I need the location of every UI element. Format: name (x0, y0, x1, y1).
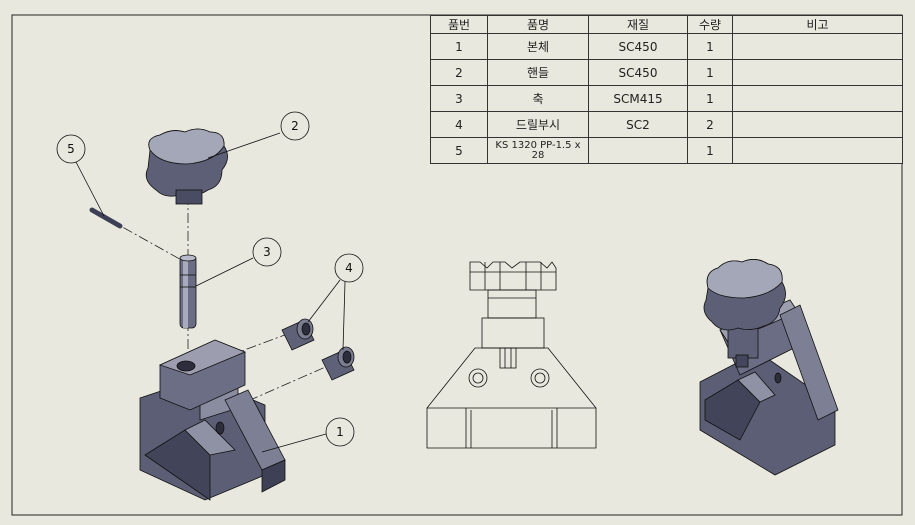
bom-header-qty: 수량 (687, 15, 733, 34)
bom-cell-qty: 1 (687, 33, 733, 60)
bom-header-no: 품번 (430, 15, 488, 34)
bom-header-row: 품번 품명 재질 수량 비고 (430, 15, 903, 34)
front-view (426, 261, 597, 449)
bom-cell-no: 4 (430, 111, 488, 138)
bom-row: 5 KS 1320 PP-1.5 x 28 1 (430, 137, 903, 164)
bom-cell-material: SC450 (588, 33, 688, 60)
shaft-part (179, 254, 197, 329)
balloon-5-label: 5 (67, 142, 75, 156)
bom-cell-name: 드릴부시 (487, 111, 589, 138)
balloon-5: 5 (56, 134, 86, 164)
balloon-3: 3 (252, 237, 282, 267)
bom-cell-qty: 1 (687, 85, 733, 112)
bom-cell-material: SC450 (588, 59, 688, 86)
bom-cell-name: 축 (487, 85, 589, 112)
assembled-view (699, 259, 839, 476)
bom-row: 2 핸들 SC450 1 (430, 59, 903, 86)
bom-cell-name: KS 1320 PP-1.5 x 28 (487, 137, 589, 164)
bom-cell-no: 5 (430, 137, 488, 164)
spring-pin-part (89, 207, 123, 229)
bom-cell-no: 1 (430, 33, 488, 60)
drill-bush-part (281, 318, 355, 381)
bush-centerline-1 (195, 332, 291, 369)
bom-cell-material: SC2 (588, 111, 688, 138)
bom-cell-qty: 2 (687, 111, 733, 138)
leader-lines (75, 132, 346, 453)
bom-table: 품번 품명 재질 수량 비고 1 본체 SC450 1 2 핸들 SC450 1… (430, 15, 903, 164)
bom-row: 4 드릴부시 SC2 2 (430, 111, 903, 138)
exploded-view: 1 2 3 4 5 (56, 111, 364, 501)
balloon-3-label: 3 (263, 245, 271, 259)
bom-cell-qty: 1 (687, 137, 733, 164)
bom-cell-name: 핸들 (487, 59, 589, 86)
bom-cell-remark (732, 111, 903, 138)
bom-cell-qty: 1 (687, 59, 733, 86)
bom-cell-no: 2 (430, 59, 488, 86)
bom-cell-remark (732, 137, 903, 164)
balloon-4: 4 (334, 253, 364, 283)
bom-row: 1 본체 SC450 1 (430, 33, 903, 60)
bom-cell-remark (732, 59, 903, 86)
balloon-1-label: 1 (336, 425, 344, 439)
bom-cell-remark (732, 85, 903, 112)
bom-cell-material: SCM415 (588, 85, 688, 112)
body-part (139, 339, 286, 501)
bom-cell-material (588, 137, 688, 164)
bom-cell-remark (732, 33, 903, 60)
bom-header-remark: 비고 (732, 15, 903, 34)
handle-knob-part (145, 128, 228, 205)
balloon-4-label: 4 (345, 261, 353, 275)
bom-row: 3 축 SCM415 1 (430, 85, 903, 112)
bom-cell-name: 본체 (487, 33, 589, 60)
balloon-2-label: 2 (291, 119, 299, 133)
balloon-1: 1 (325, 417, 355, 447)
bom-header-name: 품명 (487, 15, 589, 34)
balloon-2: 2 (280, 111, 310, 141)
bom-header-material: 재질 (588, 15, 688, 34)
bom-cell-no: 3 (430, 85, 488, 112)
